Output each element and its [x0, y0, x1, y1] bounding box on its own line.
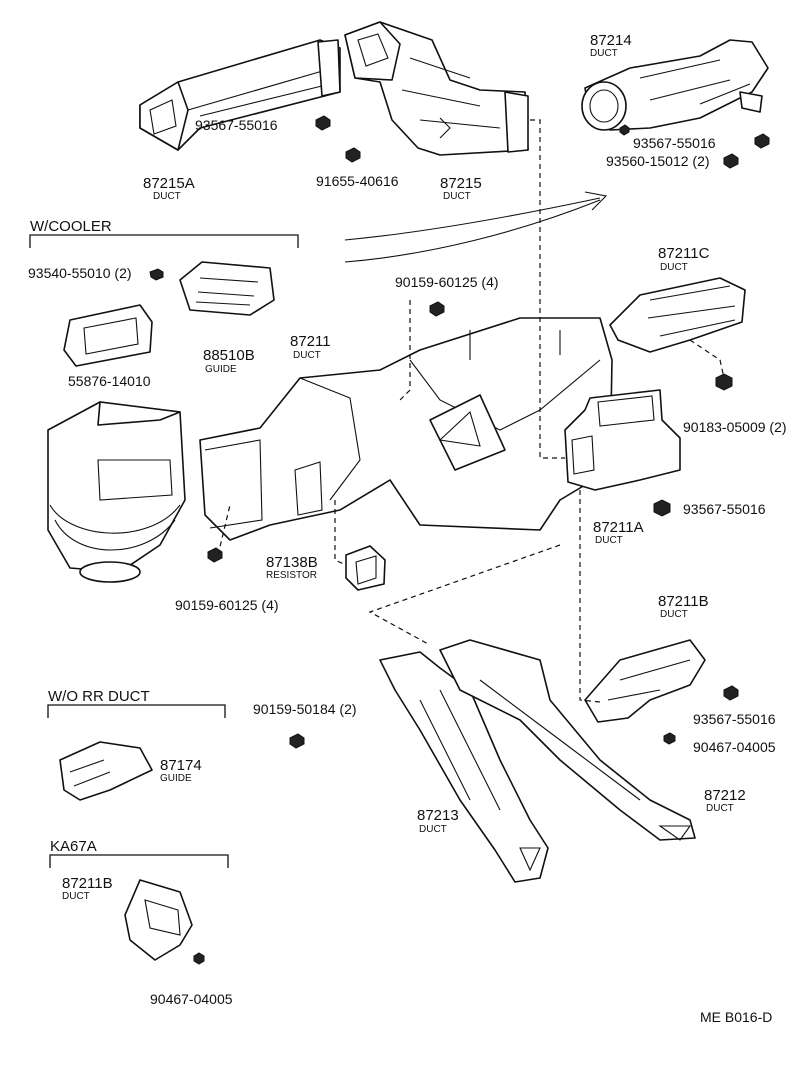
duct-87213: [379, 651, 549, 883]
sub-87211c: DUCT: [660, 262, 688, 273]
wo-rr-bracket: [47, 704, 226, 718]
label-bolt-91655: 91655-40616: [316, 173, 399, 189]
label-bolt-93567-c: 93567-55016: [683, 501, 766, 517]
sub-87215: DUCT: [443, 191, 471, 202]
duct-87211b: [584, 639, 739, 745]
label-87138b: 87138B: [266, 554, 318, 571]
w-cooler-bracket: [29, 234, 299, 248]
label-87211b: 87211B: [658, 593, 709, 610]
sub-87213: DUCT: [419, 824, 447, 835]
duct-87211b-ka67a: [124, 879, 205, 965]
sub-87211: DUCT: [293, 350, 321, 361]
label-bolt-93567-a: 93567-55016: [195, 117, 278, 133]
sub-87211b-ka67a: DUCT: [62, 891, 90, 902]
label-bolt-93560: 93560-15012 (2): [606, 153, 710, 169]
duct-87212: [439, 639, 696, 841]
diagram-reference: ME B016-D: [700, 1009, 772, 1025]
label-screw-93540: 93540-55010 (2): [28, 265, 132, 281]
label-87211b-ka67a: 87211B: [62, 875, 113, 892]
label-87211: 87211: [290, 333, 331, 350]
label-seal-55876: 55876-14010: [68, 373, 151, 389]
label-87215a: 87215A: [143, 175, 195, 192]
duct-87214: [581, 39, 769, 131]
duct-87211-main: [199, 317, 613, 541]
label-87215: 87215: [440, 175, 482, 192]
label-87214: 87214: [590, 32, 632, 49]
label-clip-90467-b: 90467-04005: [150, 991, 233, 1007]
label-clip-90183: 90183-05009 (2): [683, 419, 787, 435]
resistor-87138b: [345, 545, 386, 591]
direction-arrow: [344, 197, 601, 241]
label-clip-90467-a: 90467-04005: [693, 739, 776, 755]
label-87213: 87213: [417, 807, 459, 824]
bolt-top-group: [315, 115, 770, 169]
header-w-cooler: W/COOLER: [30, 218, 112, 235]
duct-87215a: [139, 39, 341, 151]
sub-87211a: DUCT: [595, 535, 623, 546]
ka67a-bracket: [49, 854, 229, 868]
label-bolt-93567-d: 93567-55016: [693, 711, 776, 727]
duct-87215: [344, 21, 529, 156]
sub-87174: GUIDE: [160, 773, 192, 784]
label-screw-90159-c: 90159-50184 (2): [253, 701, 357, 717]
label-87212: 87212: [704, 787, 746, 804]
header-ka67a: KA67A: [50, 838, 97, 855]
guide-88510b: [149, 261, 275, 316]
label-87174: 87174: [160, 757, 202, 774]
label-88510b: 88510B: [203, 347, 255, 364]
duct-87211a: [564, 389, 681, 517]
label-screw-90159-a: 90159-60125 (4): [395, 274, 499, 290]
part-labels: 87215A DUCT 93567-55016 91655-40616 8721…: [28, 32, 787, 1025]
label-87211c: 87211C: [658, 245, 710, 262]
duct-87211c: [609, 277, 746, 391]
sub-87215a: DUCT: [153, 191, 181, 202]
leader-lines: [217, 119, 725, 703]
label-bolt-93567-b: 93567-55016: [633, 135, 716, 151]
guide-87174: [59, 741, 153, 801]
sub-87212: DUCT: [706, 803, 734, 814]
seal-55876: [63, 304, 153, 367]
sub-87138b: RESISTOR: [266, 570, 317, 581]
blower-unit: [47, 401, 186, 583]
header-wo-rr-duct: W/O RR DUCT: [48, 688, 150, 705]
label-87211a: 87211A: [593, 519, 644, 536]
arrow-head: [584, 191, 608, 211]
sub-87211b: DUCT: [660, 609, 688, 620]
sub-87214: DUCT: [590, 48, 618, 59]
label-screw-90159-b: 90159-60125 (4): [175, 597, 279, 613]
sub-88510b: GUIDE: [205, 364, 237, 375]
